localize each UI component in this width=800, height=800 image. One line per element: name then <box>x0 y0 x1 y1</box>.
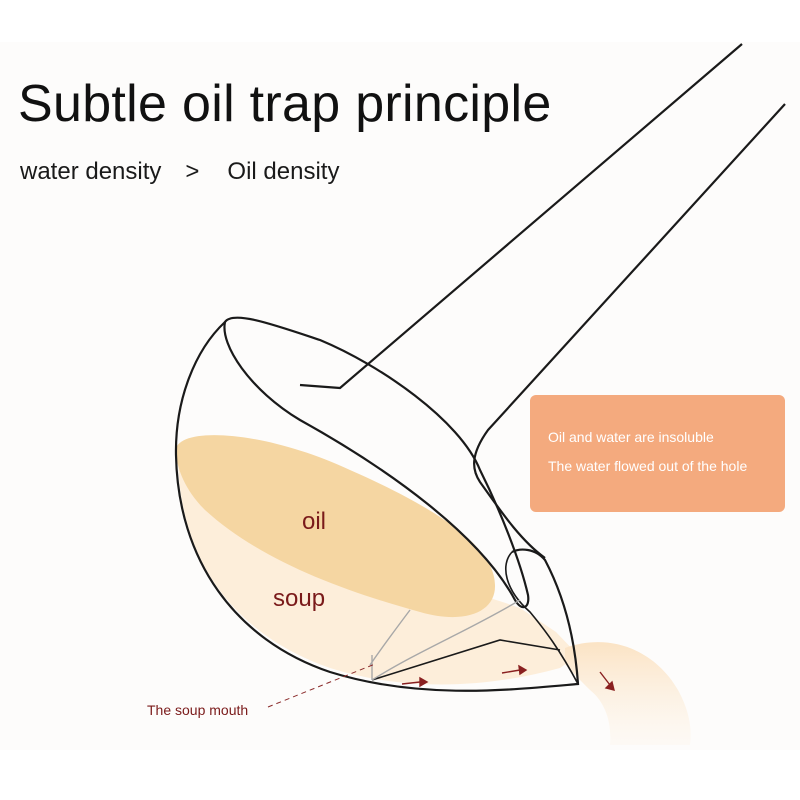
greater-than-sign: > <box>185 158 200 185</box>
callout-line-outflow: The water flowed out of the hole <box>548 458 748 474</box>
drain-channel <box>369 599 521 681</box>
water-density-label: water density <box>20 158 162 185</box>
soup-label: soup <box>273 585 326 612</box>
oil-label: oil <box>302 508 327 535</box>
info-callout: Oil and water are insoluble The water fl… <box>530 395 785 512</box>
page-title: Subtle oil trap principle <box>18 75 552 133</box>
callout-line-insoluble: Oil and water are insoluble <box>548 429 714 445</box>
ladle-bowl <box>174 321 580 692</box>
ladle-rim <box>223 316 530 609</box>
ladle-handle <box>299 43 786 559</box>
spout-inner <box>371 551 579 685</box>
oil-layer <box>175 435 496 618</box>
mouth-leader-line <box>267 663 376 708</box>
density-comparison: water density > Oil density <box>20 158 339 186</box>
oil-density-label: Oil density <box>227 158 340 185</box>
water-stream <box>565 642 691 745</box>
flow-arrows <box>401 664 615 691</box>
soup-mouth-label: The soup mouth <box>147 702 249 718</box>
